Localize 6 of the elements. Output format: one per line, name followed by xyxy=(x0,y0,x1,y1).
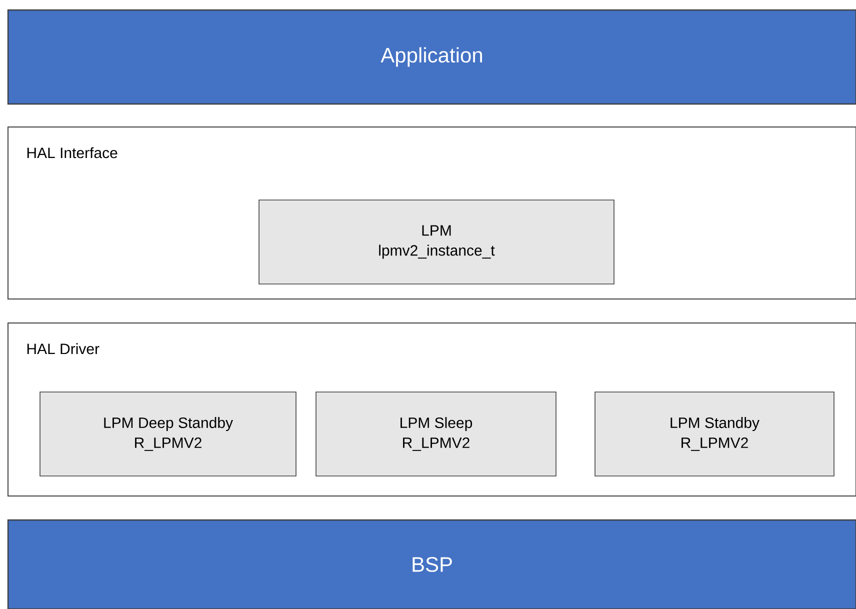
module-box: LPM Sleep R_LPMV2 xyxy=(316,392,556,476)
module-box: LPM Deep Standby R_LPMV2 xyxy=(40,392,296,476)
layer-band: BSP xyxy=(7,519,856,609)
module-box: LPM Standby R_LPMV2 xyxy=(594,392,834,476)
layer-band: Application xyxy=(7,9,856,105)
module-box: LPM lpmv2_instance_t xyxy=(258,200,614,284)
